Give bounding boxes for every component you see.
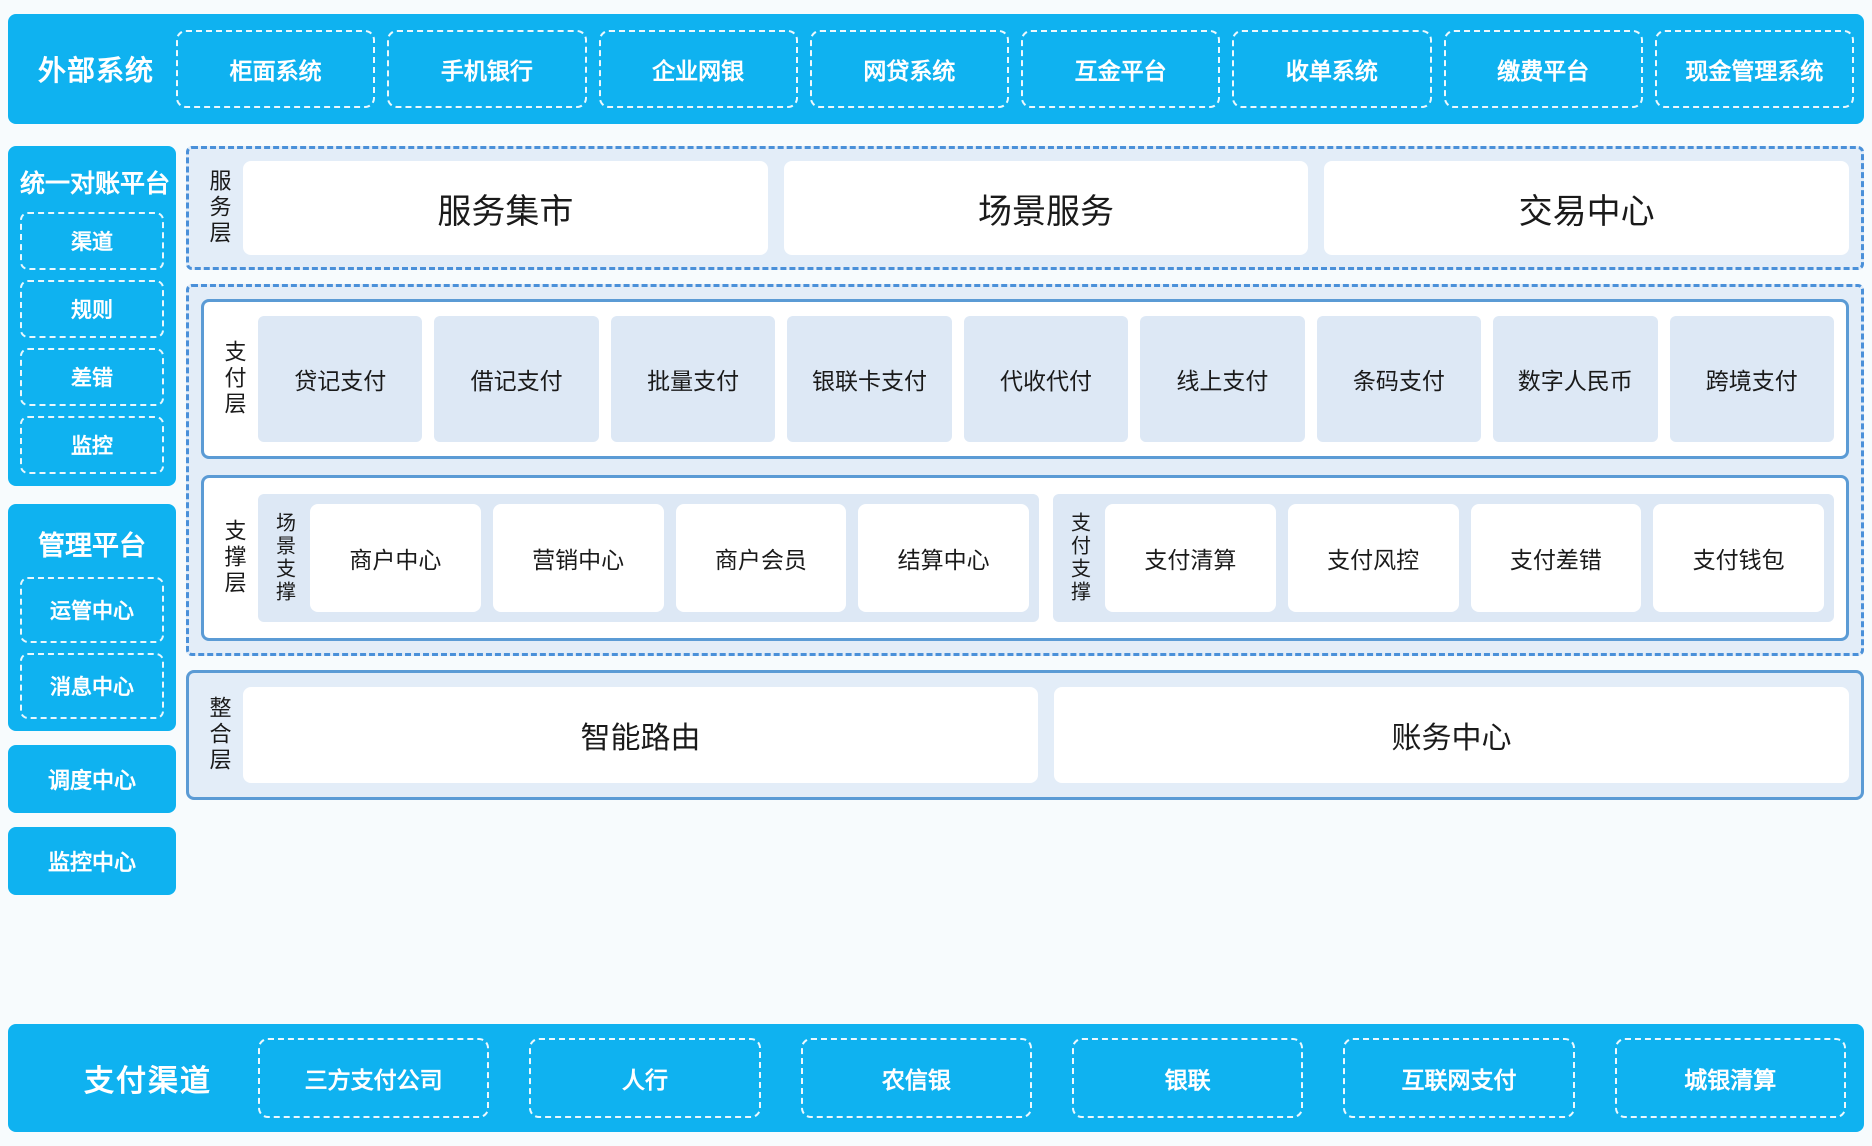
- service-card-scenario[interactable]: 场景服务: [783, 161, 1309, 255]
- external-system-acquiring[interactable]: 收单系统: [1232, 30, 1432, 108]
- payment-channels-chip-list: 三方支付公司 人行 农信银 银联 互联网支付 城银清算: [258, 1038, 1846, 1118]
- support-card-payment-wallet[interactable]: 支付钱包: [1653, 504, 1824, 612]
- external-system-counter[interactable]: 柜面系统: [176, 30, 376, 108]
- management-platform-title: 管理平台: [38, 531, 146, 561]
- support-layer-label: 支撑层: [221, 519, 247, 597]
- external-system-payment-platform[interactable]: 缴费平台: [1443, 30, 1643, 108]
- support-card-merchant-center[interactable]: 商户中心: [310, 504, 481, 612]
- external-systems-title: 外部系统: [37, 55, 154, 86]
- support-card-payment-clearing[interactable]: 支付清算: [1105, 504, 1276, 612]
- support-card-payment-risk[interactable]: 支付风控: [1287, 504, 1459, 612]
- payment-channel-pboc[interactable]: 人行: [529, 1038, 761, 1118]
- core-platform-area: 服务层 服务集市 场景服务 交易中心 支付层 贷记支付 借记支付 批量支付 银联…: [186, 146, 1864, 800]
- sidebar-item-monitor[interactable]: 监控: [20, 416, 164, 474]
- sidebar-item-rule[interactable]: 规则: [20, 280, 164, 338]
- support-layer: 支撑层 场景支撑 商户中心 营销中心 商户会员 结算中心 支付支撑 支付清算 支…: [201, 475, 1849, 641]
- external-system-corporate-bank[interactable]: 企业网银: [598, 30, 798, 108]
- management-platform-panel: 管理平台 运管中心 消息中心: [8, 504, 176, 731]
- support-card-marketing-center[interactable]: 营销中心: [492, 504, 664, 612]
- payment-channel-unionpay[interactable]: 银联: [1071, 1038, 1304, 1118]
- payment-card-credit[interactable]: 贷记支付: [258, 316, 423, 442]
- sidebar-item-scheduling-center[interactable]: 调度中心: [8, 745, 176, 813]
- support-group-scenario: 场景支撑 商户中心 营销中心 商户会员 结算中心: [258, 494, 1039, 622]
- service-layer-label: 服务层: [206, 169, 232, 247]
- payment-card-digital-rmb[interactable]: 数字人民币: [1493, 316, 1658, 442]
- sidebar-item-message-center[interactable]: 消息中心: [20, 653, 164, 719]
- payment-layer-label: 支付层: [221, 340, 247, 418]
- integration-card-accounting-center[interactable]: 账务中心: [1054, 687, 1849, 783]
- external-system-mobile-bank[interactable]: 手机银行: [387, 30, 587, 108]
- integration-layer-cards: 智能路由 账务中心: [243, 687, 1849, 783]
- payment-layer: 支付层 贷记支付 借记支付 批量支付 银联卡支付 代收代付 线上支付 条码支付 …: [201, 299, 1849, 459]
- integration-layer-label: 整合层: [206, 696, 232, 774]
- sidebar-item-channel[interactable]: 渠道: [20, 212, 164, 270]
- payment-channel-city-bank-clearing[interactable]: 城银清算: [1614, 1038, 1846, 1118]
- sidebar-item-operations-center[interactable]: 运管中心: [20, 577, 164, 643]
- payment-channels-bar: 支付渠道 三方支付公司 人行 农信银 银联 互联网支付 城银清算: [8, 1024, 1864, 1132]
- service-layer: 服务层 服务集市 场景服务 交易中心: [186, 146, 1864, 270]
- payment-layer-cards: 贷记支付 借记支付 批量支付 银联卡支付 代收代付 线上支付 条码支付 数字人民…: [258, 316, 1834, 442]
- external-systems-bar: 外部系统 柜面系统 手机银行 企业网银 网贷系统 互金平台 收单系统 缴费平台 …: [8, 14, 1864, 124]
- support-card-merchant-member[interactable]: 商户会员: [675, 504, 847, 612]
- payment-card-unionpay[interactable]: 银联卡支付: [787, 316, 952, 442]
- service-layer-cards: 服务集市 场景服务 交易中心: [243, 161, 1850, 255]
- payment-card-batch[interactable]: 批量支付: [610, 316, 776, 442]
- external-system-cash-management[interactable]: 现金管理系统: [1654, 30, 1854, 108]
- payment-card-debit[interactable]: 借记支付: [434, 316, 599, 442]
- payment-card-online[interactable]: 线上支付: [1140, 316, 1305, 442]
- support-card-settlement-center[interactable]: 结算中心: [858, 504, 1029, 612]
- support-group-payment: 支付支撑 支付清算 支付风控 支付差错 支付钱包: [1053, 494, 1834, 622]
- external-system-internet-finance[interactable]: 互金平台: [1021, 30, 1221, 108]
- payment-card-collection-payment[interactable]: 代收代付: [963, 316, 1129, 442]
- reconciliation-platform-title: 统一对账平台: [20, 170, 171, 198]
- support-group-payment-label: 支付支撑: [1067, 512, 1090, 604]
- payment-support-group: 支付层 贷记支付 借记支付 批量支付 银联卡支付 代收代付 线上支付 条码支付 …: [186, 284, 1864, 656]
- reconciliation-platform-panel: 统一对账平台 渠道 规则 差错 监控: [8, 146, 176, 486]
- payment-card-barcode[interactable]: 条码支付: [1316, 316, 1482, 442]
- sidebar: 统一对账平台 渠道 规则 差错 监控 管理平台 运管中心 消息中心 调度中心 监…: [8, 146, 176, 895]
- external-systems-chip-list: 柜面系统 手机银行 企业网银 网贷系统 互金平台 收单系统 缴费平台 现金管理系…: [176, 30, 1854, 108]
- support-card-payment-error[interactable]: 支付差错: [1470, 504, 1642, 612]
- sidebar-item-monitoring-center[interactable]: 监控中心: [8, 827, 176, 895]
- payment-channel-third-party[interactable]: 三方支付公司: [258, 1038, 490, 1118]
- service-card-marketplace[interactable]: 服务集市: [243, 161, 768, 255]
- payment-channels-title: 支付渠道: [84, 1065, 212, 1098]
- payment-card-cross-border[interactable]: 跨境支付: [1669, 316, 1834, 442]
- support-group-scenario-label: 场景支撑: [272, 512, 295, 604]
- service-card-transaction-center[interactable]: 交易中心: [1324, 161, 1850, 255]
- support-layer-groups: 场景支撑 商户中心 营销中心 商户会员 结算中心 支付支撑 支付清算 支付风控 …: [258, 494, 1834, 622]
- sidebar-item-error[interactable]: 差错: [20, 348, 164, 406]
- integration-card-smart-routing[interactable]: 智能路由: [243, 687, 1038, 783]
- integration-layer: 整合层 智能路由 账务中心: [186, 670, 1864, 800]
- payment-channel-rcc[interactable]: 农信银: [800, 1038, 1032, 1118]
- payment-channel-internet-payment[interactable]: 互联网支付: [1343, 1038, 1575, 1118]
- external-system-online-loan[interactable]: 网贷系统: [809, 30, 1009, 108]
